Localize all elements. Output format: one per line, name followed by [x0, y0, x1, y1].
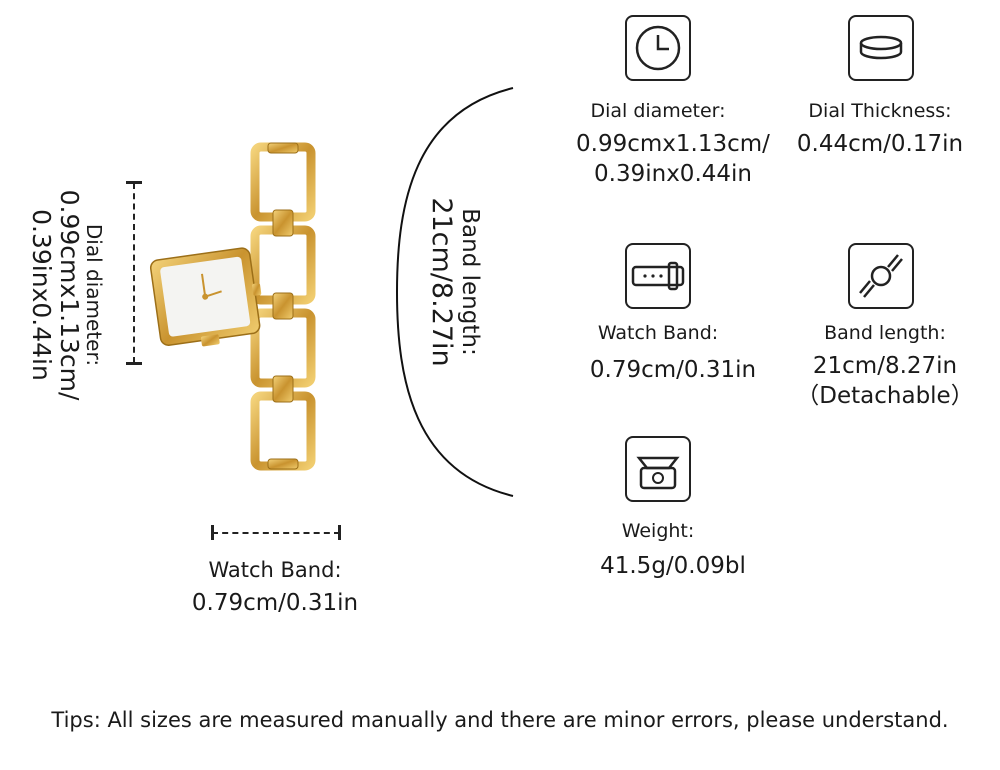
band-width-label: Watch Band: [208, 558, 342, 582]
band-marker-cap-right [338, 525, 341, 540]
thickness-icon [848, 15, 914, 81]
watch-head [149, 247, 262, 347]
dial-diameter-annotation: Dial diameter: 0.99cmx1.13cm/ 0.39inx0.4… [15, 175, 106, 415]
dial-thickness-spec-label: Dial Thickness: [808, 100, 952, 122]
dial-thickness-spec-value: 0.44cm/0.17in [796, 131, 964, 157]
band-link [250, 225, 316, 305]
band-length-arc [395, 87, 514, 497]
dial-dimension-marker [133, 183, 135, 363]
dial-diameter-spec-value-line2: 0.39inx0.44in [594, 160, 752, 187]
band-length-icon [848, 243, 914, 309]
dial-diameter-label: Dial diameter: [82, 223, 106, 367]
watch-illustration [149, 142, 316, 471]
weight-spec-label: Weight: [621, 520, 695, 542]
band-width-value: 0.79cm/0.31in [191, 590, 359, 616]
dial-marker-cap-bottom [126, 362, 142, 365]
band-length-annotation: Band length: 21cm/8.27in [418, 172, 483, 392]
watch-band-spec-label: Watch Band: [597, 322, 719, 344]
dial-diameter-spec-value-line1: 0.99cmx1.13cm/ [576, 131, 770, 157]
weight-spec-value: 41.5g/0.09bl [600, 553, 746, 579]
band-length-spec-value-line1: 21cm/8.27in [812, 353, 958, 379]
band-length-spec-label: Band length: [824, 322, 946, 344]
band-marker-cap-left [211, 525, 214, 540]
band-connectors [267, 142, 299, 470]
scale-icon [625, 436, 691, 502]
watch-band-spec-value: 0.79cm/0.31in [589, 357, 757, 383]
dial-diameter-spec-label: Dial diameter: [590, 100, 726, 122]
band-length-spec-value-line2: （Detachable） [796, 382, 974, 409]
dial-diameter-spec-value: 0.99cmx1.13cm/ 0.39inx0.44in [548, 130, 798, 190]
band-link [250, 142, 316, 222]
band-link [250, 391, 316, 471]
tips-note: Tips: All sizes are measured manually an… [51, 708, 949, 732]
band-length-spec-value: 21cm/8.27in （Detachable） [775, 352, 995, 412]
dial-marker-cap-top [126, 181, 142, 184]
band-length-label: Band length: [457, 208, 483, 356]
clock-icon [625, 15, 691, 81]
dial-diameter-value-line1: 0.99cmx1.13cm/ [54, 189, 84, 401]
band-length-value: 21cm/8.27in [426, 197, 458, 367]
strap-icon [625, 243, 691, 309]
band-link [250, 308, 316, 388]
band-width-marker [212, 532, 340, 534]
dial-diameter-value-line2: 0.39inx0.44in [26, 209, 56, 381]
